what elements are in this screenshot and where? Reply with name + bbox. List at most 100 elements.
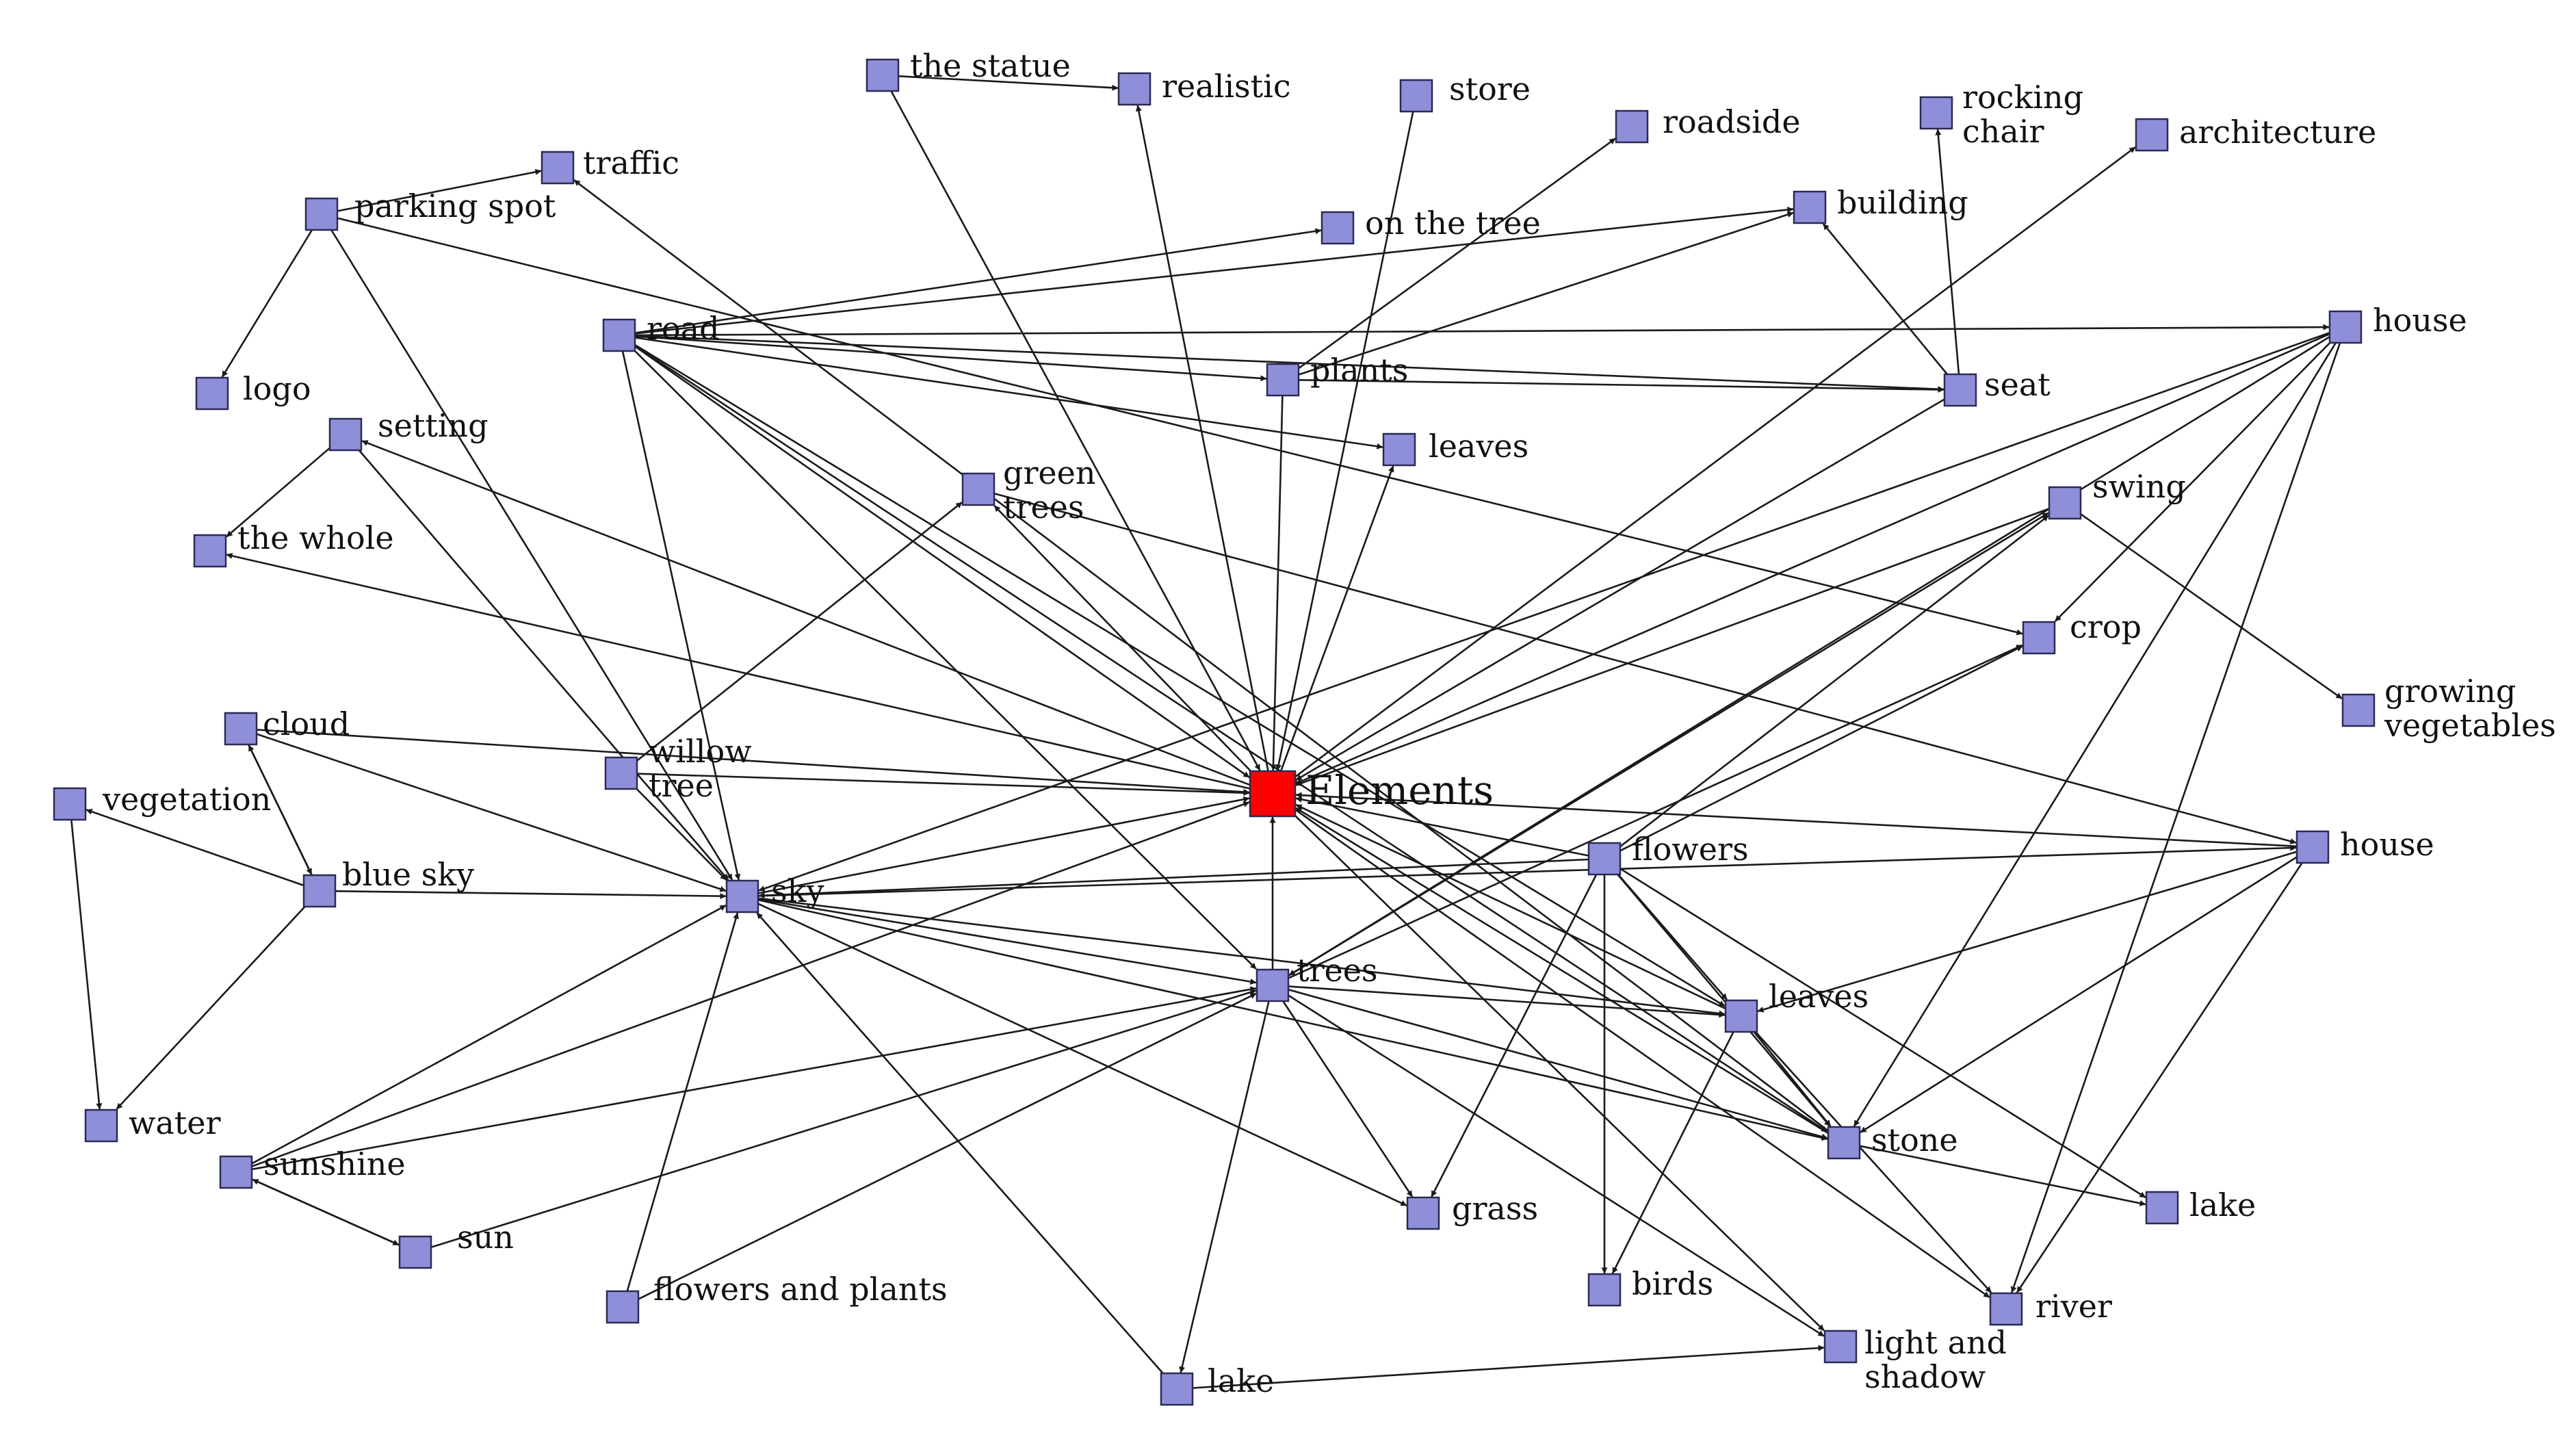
edge-house-top-to-stone [1853,342,2337,1127]
node-box-leaves-top [1382,432,1416,467]
edge-road-to-sky [621,350,741,881]
node-box-lake-right [2145,1191,2179,1225]
node-realistic: realistic [1117,68,1291,106]
edge-trees-to-crop [1288,644,2023,979]
node-box-plants [1266,363,1300,397]
node-box-willow-tree [604,756,638,790]
node-label-store: store [1449,70,1531,107]
node-box-flowers-and-plants [606,1290,640,1324]
node-label-growing-vegetables-line-2: vegetables [2384,707,2556,744]
node-logo: logo [195,370,311,411]
node-box-parking-spot [304,197,339,231]
edge-trees-to-stone [1288,989,1828,1140]
edge-house-right-to-leaves-mid [1757,851,2298,1013]
node-label-setting: setting [378,407,489,444]
node-road: road [602,310,720,352]
node-stone: stone [1827,1122,1958,1160]
edge-lake-bottom-to-light-and-shadow [1192,1345,1825,1389]
edge-plants-to-roadside [1298,138,1616,370]
node-label-sun: sun [457,1219,514,1256]
edge-sky-to-trees [757,898,1257,985]
node-label-sky: sky [771,872,824,909]
edge-flowers-to-elements [1295,796,1589,857]
edge-setting-to-sky [358,450,729,881]
node-label-leaves-mid: leaves [1769,978,1869,1015]
node-cloud: cloud [224,705,350,746]
node-label-sunshine: sunshine [263,1145,406,1182]
edge-flowers-and-plants-to-sky [626,912,739,1292]
edge-flowers-and-plants-to-trees [638,992,1257,1300]
node-box-building [1793,190,1827,224]
edge-trees-to-lake-bottom [1179,1000,1270,1373]
node-plants: plants [1266,352,1408,397]
node-birds: birds [1587,1265,1713,1307]
node-store: store [1399,70,1531,113]
node-label-road: road [647,310,720,347]
node-box-lake-bottom [1160,1372,1194,1406]
node-box-sky [725,879,759,913]
edge-road-to-stone [634,345,1828,1133]
node-label-lake-right: lake [2189,1187,2256,1223]
edge-house-top-to-sky [758,331,2330,892]
node-box-roadside [1615,109,1649,144]
node-box-growing-vegetables [2341,693,2376,727]
edge-green-trees-to-house-right [993,492,2297,844]
node-the-whole: the whole [193,519,394,568]
node-label-willow-tree-line-2: tree [649,767,714,804]
edge-cloud-to-sky [256,733,727,892]
node-box-vegetation [53,787,87,821]
node-box-sun [398,1235,432,1269]
node-label-flowers-and-plants: flowers and plants [653,1271,948,1308]
node-box-store [1399,79,1433,113]
edge-the-statue-to-elements [890,90,1261,771]
node-label-rocking-chair-line-2: chair [1962,113,2044,150]
node-traffic: traffic [541,144,679,185]
node-label-willow-tree-line-1: willow [649,733,752,770]
edge-stone-to-lake-right [1859,1145,2146,1206]
edge-trees-to-grass [1282,1000,1414,1197]
node-flowers-and-plants: flowers and plants [606,1271,948,1324]
node-label-green-trees-line-2: trees [1003,489,1084,526]
edge-elements-to-setting [361,440,1251,786]
node-lake-right: lake [2145,1187,2256,1225]
node-box-leaves-mid [1724,999,1758,1033]
edge-sky-to-house-right [757,844,2297,897]
node-grass: grass [1406,1190,1538,1230]
node-label-logo: logo [243,370,311,407]
node-box-swing [2048,486,2082,520]
edge-plants-to-building [1298,211,1794,376]
node-river: river [1989,1288,2112,1326]
edge-parking-spot-to-crop [337,217,2023,636]
node-box-river [1989,1292,2023,1326]
edge-flowers-to-swing [1619,515,2049,848]
edge-stone-to-traffic [573,179,1829,1132]
node-box-realistic [1117,72,1152,106]
node-box-setting [328,417,363,452]
node-label-realistic: realistic [1162,68,1291,105]
edge-trees-to-leaves-mid [1288,985,1726,1018]
edge-leaves-mid-to-birds [1611,1031,1734,1274]
node-label-leaves-top: leaves [1429,428,1528,465]
node-label-river: river [2035,1288,2112,1325]
node-setting: setting [328,407,489,452]
edge-blue-sky-to-vegetation [86,808,304,887]
edge-road-to-elements [634,346,1250,779]
node-label-grass: grass [1452,1190,1538,1227]
edge-stone-to-elements [1295,807,1829,1135]
edge-leaves-mid-to-stone [1753,1031,1832,1127]
node-box-blue-sky [302,874,337,908]
node-label-plants: plants [1310,352,1408,389]
edge-sky-to-stone [757,898,1828,1141]
node-label-on-the-tree: on the tree [1365,205,1541,242]
node-blue-sky: blue sky [302,856,474,908]
edge-swing-to-elements [1295,508,2050,786]
edge-elements-to-light-and-shadow [1294,815,1825,1332]
edge-sunshine-to-trees [251,986,1257,1171]
node-sun: sun [398,1219,514,1269]
edge-road-to-house-top [634,324,2330,337]
node-house-right: house [2295,826,2434,864]
node-label-seat: seat [1984,366,2051,403]
node-box-light-and-shadow [1823,1330,1858,1364]
